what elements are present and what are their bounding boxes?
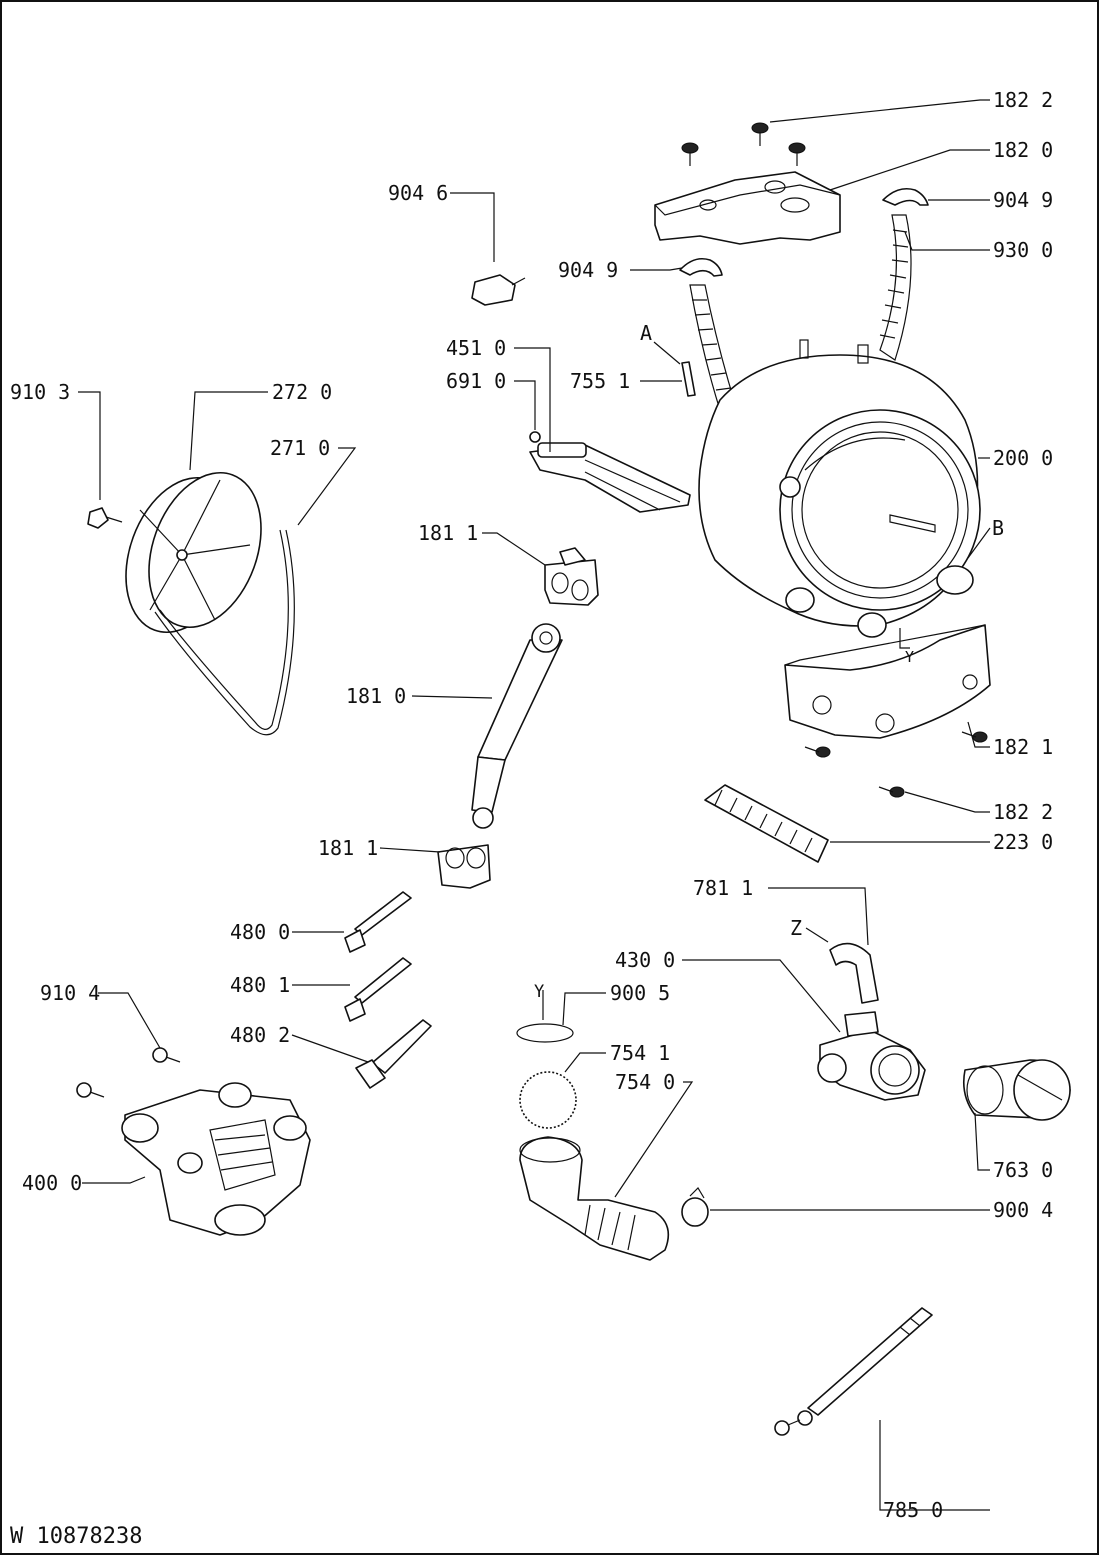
document-code: W 10878238 <box>10 1524 142 1549</box>
hose-clip-right <box>882 187 929 206</box>
nut <box>529 431 541 443</box>
part-labels: 182 2 182 0 904 9 930 0 904 9 904 6 451 … <box>10 88 1053 1522</box>
part-label: 182 2 <box>993 800 1053 824</box>
lint-grille <box>704 784 829 863</box>
part-label: 451 0 <box>446 336 506 360</box>
part-label: 763 0 <box>993 1158 1053 1182</box>
part-label: 900 5 <box>610 981 670 1005</box>
part-label: 272 0 <box>272 380 332 404</box>
hose-clamp <box>681 1187 709 1227</box>
bolt-long-480-2 <box>355 1019 432 1089</box>
part-label: A <box>640 321 652 345</box>
pump-filter <box>962 1059 1071 1121</box>
part-label: 904 9 <box>993 188 1053 212</box>
tub-assembly <box>698 339 981 649</box>
ball <box>519 1071 577 1129</box>
sensor <box>471 274 526 306</box>
part-label: 182 2 <box>993 88 1053 112</box>
drive-belt <box>154 529 295 736</box>
part-label: 755 1 <box>570 369 630 393</box>
part-label: 271 0 <box>270 436 330 460</box>
part-label: 182 1 <box>993 735 1053 759</box>
part-label: 223 0 <box>993 830 1053 854</box>
pin <box>681 361 696 397</box>
part-label: 480 0 <box>230 920 290 944</box>
damper-bracket-lower <box>437 844 491 889</box>
part-label: 691 0 <box>446 369 506 393</box>
damper-bracket-upper <box>544 547 599 606</box>
part-label: 400 0 <box>22 1171 82 1195</box>
part-label: 200 0 <box>993 446 1053 470</box>
sump-hose <box>519 1136 670 1261</box>
part-label: 181 1 <box>318 836 378 860</box>
motor-screws <box>76 1047 181 1098</box>
part-label: B <box>992 516 1004 540</box>
seal-ring <box>516 1023 574 1043</box>
part-label: Y <box>905 648 914 666</box>
inlet-hose <box>774 1307 933 1436</box>
heater-element <box>529 442 691 513</box>
motor <box>121 1082 311 1236</box>
pump-hose-elbow <box>829 942 879 1004</box>
part-label: 785 0 <box>883 1498 943 1522</box>
part-label: 754 0 <box>615 1070 675 1094</box>
counterweight-top <box>654 171 841 245</box>
counterweight-lower <box>784 624 991 739</box>
part-label: 910 3 <box>10 380 70 404</box>
damper <box>471 623 563 829</box>
part-label: 904 9 <box>558 258 618 282</box>
hose-clip-left <box>679 257 723 277</box>
screw-top-set <box>681 122 806 166</box>
bolt-long-480-0 <box>344 891 412 953</box>
part-label: 181 1 <box>418 521 478 545</box>
part-label: 181 0 <box>346 684 406 708</box>
part-label: 754 1 <box>610 1041 670 1065</box>
part-label: Y <box>534 982 544 1002</box>
bolt-long-480-1 <box>344 957 412 1022</box>
part-label: 900 4 <box>993 1198 1053 1222</box>
part-label: Z <box>790 916 802 940</box>
drain-pump <box>817 1011 926 1101</box>
part-label: 930 0 <box>993 238 1053 262</box>
part-label: 182 0 <box>993 138 1053 162</box>
part-label: 430 0 <box>615 948 675 972</box>
drum-pulley <box>125 471 262 634</box>
part-label: 480 2 <box>230 1023 290 1047</box>
part-label: 910 4 <box>40 981 100 1005</box>
screw-lower-set <box>804 731 988 798</box>
part-label: 480 1 <box>230 973 290 997</box>
bolt <box>87 507 123 529</box>
part-label: 904 6 <box>388 181 448 205</box>
part-label: 781 1 <box>693 876 753 900</box>
leader-lines <box>78 99 991 1511</box>
